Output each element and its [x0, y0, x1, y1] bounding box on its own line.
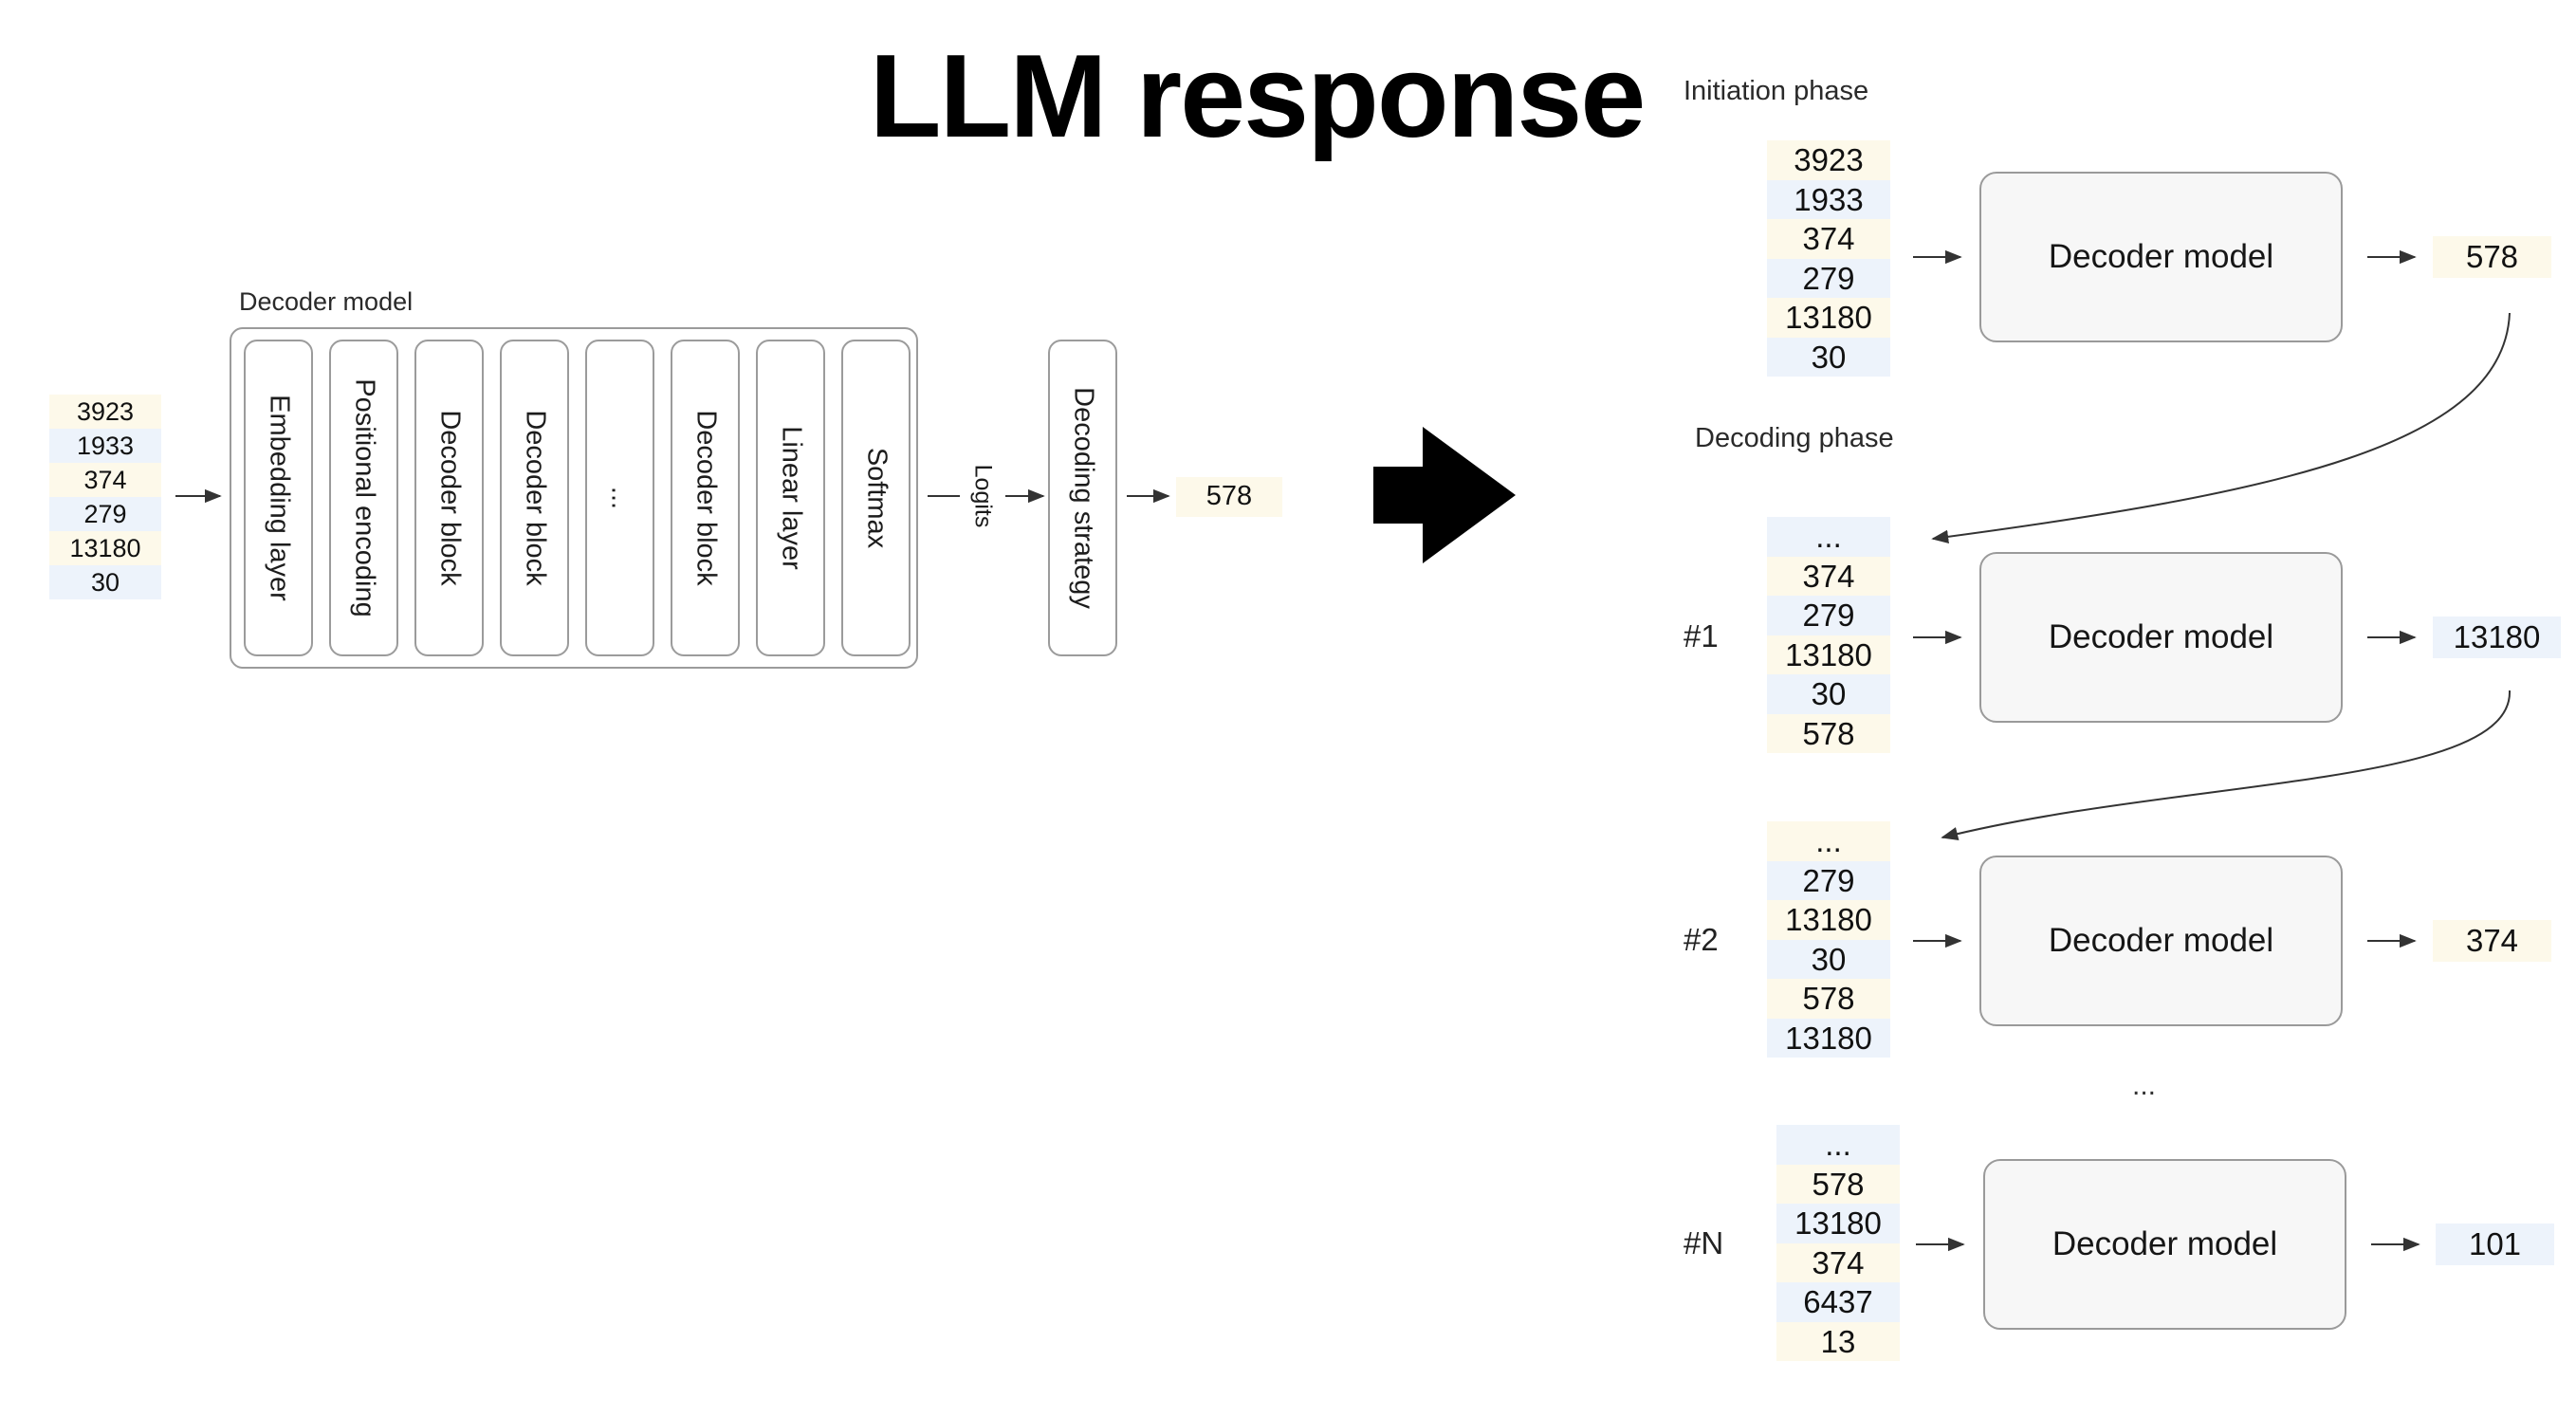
- step-2-label: #2: [1684, 922, 1719, 957]
- token-cell: 374: [49, 463, 161, 497]
- step-2-output-token: 374: [2433, 920, 2551, 962]
- left-output-token: 578: [1176, 477, 1282, 517]
- token-cell: 578: [1776, 1164, 1900, 1204]
- decoder-model-box-step-n: Decoder model: [1983, 1159, 2346, 1330]
- left-input-token-column: 3923 1933 374 279 13180 30: [49, 395, 161, 599]
- token-cell: 1933: [49, 429, 161, 463]
- logits-label: Logits: [969, 464, 997, 528]
- embedding-layer-block: Embedding layer: [244, 340, 313, 656]
- token-cell: 279: [49, 497, 161, 531]
- step-1-output-token: 13180: [2433, 616, 2561, 658]
- token-cell: 30: [1767, 337, 1890, 377]
- softmax-block: Softmax: [841, 340, 911, 656]
- decoder-model-frame-label: Decoder model: [239, 287, 414, 316]
- token-cell: 578: [1767, 979, 1890, 1019]
- token-cell: 13180: [49, 531, 161, 565]
- logits-label-wrap: Logits: [960, 455, 1005, 537]
- layer-label: Positional encoding: [349, 378, 379, 617]
- token-cell: ...: [1767, 517, 1890, 557]
- token-cell: 6437: [1776, 1282, 1900, 1322]
- token-cell: 3923: [1767, 140, 1890, 180]
- decoding-strategy-block: Decoding strategy: [1048, 340, 1117, 656]
- initiation-token-column: 3923 1933 374 279 13180 30: [1767, 140, 1890, 377]
- token-cell: 374: [1767, 556, 1890, 596]
- initiation-phase-label: Initiation phase: [1684, 76, 1869, 106]
- token-cell: 279: [1767, 596, 1890, 635]
- step-1-label: #1: [1684, 618, 1719, 653]
- decoder-block-1: Decoder block: [414, 340, 484, 656]
- token-cell: 279: [1767, 258, 1890, 298]
- token-cell: 13180: [1767, 1018, 1890, 1058]
- token-cell: 13180: [1767, 635, 1890, 674]
- step-n-output-token: 101: [2436, 1224, 2554, 1265]
- decoder-block-n: Decoder block: [671, 340, 740, 656]
- positional-encoding-block: Positional encoding: [329, 340, 398, 656]
- layer-label: Embedding layer: [264, 395, 294, 601]
- decoding-strategy-label: Decoding strategy: [1068, 387, 1098, 609]
- token-cell: 1933: [1767, 179, 1890, 219]
- linear-layer-block: Linear layer: [756, 340, 825, 656]
- token-cell: ...: [1767, 821, 1890, 861]
- decoder-model-box-step-2: Decoder model: [1979, 856, 2343, 1026]
- token-cell: 30: [1767, 939, 1890, 979]
- token-cell: 30: [1767, 674, 1890, 714]
- layer-label: Decoder block: [690, 410, 721, 586]
- decoder-model-box-step-1: Decoder model: [1979, 552, 2343, 723]
- decoder-model-box-initiation: Decoder model: [1979, 172, 2343, 342]
- token-cell: 374: [1776, 1242, 1900, 1282]
- step-2-token-column: ... 279 13180 30 578 13180: [1767, 821, 1890, 1058]
- ellipsis-block: ...: [585, 340, 654, 656]
- decoding-phase-label: Decoding phase: [1695, 423, 1894, 453]
- token-cell: 374: [1767, 219, 1890, 259]
- initiation-output-token: 578: [2433, 236, 2551, 278]
- feedback-curve-init-to-step1: [1931, 312, 2511, 544]
- step-n-label: #N: [1684, 1225, 1724, 1261]
- token-cell: 279: [1767, 860, 1890, 900]
- layer-label: Decoder block: [520, 410, 550, 586]
- token-cell: 3923: [49, 395, 161, 429]
- layer-label: Decoder block: [434, 410, 465, 586]
- token-cell: ...: [1776, 1125, 1900, 1165]
- token-cell: 30: [49, 565, 161, 599]
- decoder-block-2: Decoder block: [500, 340, 569, 656]
- page-title: LLM response: [869, 31, 1647, 162]
- between-steps-ellipsis: ...: [2132, 1070, 2157, 1101]
- layer-label: Linear layer: [776, 426, 806, 570]
- token-cell: 578: [1767, 713, 1890, 753]
- layer-label: ...: [605, 486, 635, 510]
- token-cell: 13: [1776, 1321, 1900, 1361]
- step-1-token-column: ... 374 279 13180 30 578: [1767, 517, 1890, 753]
- feedback-curve-step1-to-step2: [1941, 690, 2512, 841]
- layer-label: Softmax: [861, 447, 892, 549]
- token-cell: 13180: [1776, 1204, 1900, 1243]
- token-cell: 13180: [1767, 298, 1890, 338]
- token-cell: 13180: [1767, 900, 1890, 940]
- big-arrow-icon: [1373, 427, 1516, 563]
- step-n-token-column: ... 578 13180 374 6437 13: [1776, 1125, 1900, 1361]
